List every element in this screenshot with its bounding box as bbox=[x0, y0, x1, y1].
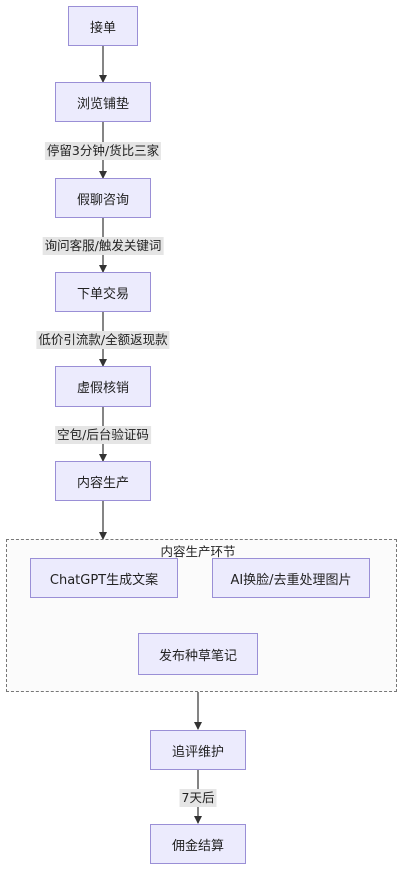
edge-label-chat-to-order: 询问客服/触发关键词 bbox=[42, 237, 164, 255]
node-ai-faceswap[interactable]: AI换脸/去重处理图片 bbox=[212, 558, 370, 598]
node-content-production[interactable]: 内容生产 bbox=[55, 461, 151, 501]
node-accept-order[interactable]: 接单 bbox=[68, 6, 138, 46]
node-fake-verify[interactable]: 虚假核销 bbox=[55, 366, 151, 407]
node-fake-chat[interactable]: 假聊咨询 bbox=[55, 178, 151, 218]
cluster-title: 内容生产环节 bbox=[160, 544, 236, 559]
edge-label-browse-to-chat: 停留3分钟/货比三家 bbox=[44, 142, 162, 160]
edge-label-verify-to-content: 空包/后台验证码 bbox=[55, 426, 151, 444]
node-publish-note[interactable]: 发布种草笔记 bbox=[138, 633, 258, 675]
edge-label-review-to-commission: 7天后 bbox=[179, 789, 217, 807]
node-commission[interactable]: 佣金结算 bbox=[150, 824, 246, 864]
edge-label-order-to-verify: 低价引流款/全额返现款 bbox=[36, 331, 170, 349]
node-place-order[interactable]: 下单交易 bbox=[55, 272, 151, 312]
node-chatgpt-copy[interactable]: ChatGPT生成文案 bbox=[30, 558, 178, 598]
node-follow-review[interactable]: 追评维护 bbox=[150, 730, 246, 770]
node-browse-setup[interactable]: 浏览铺垫 bbox=[55, 82, 151, 122]
